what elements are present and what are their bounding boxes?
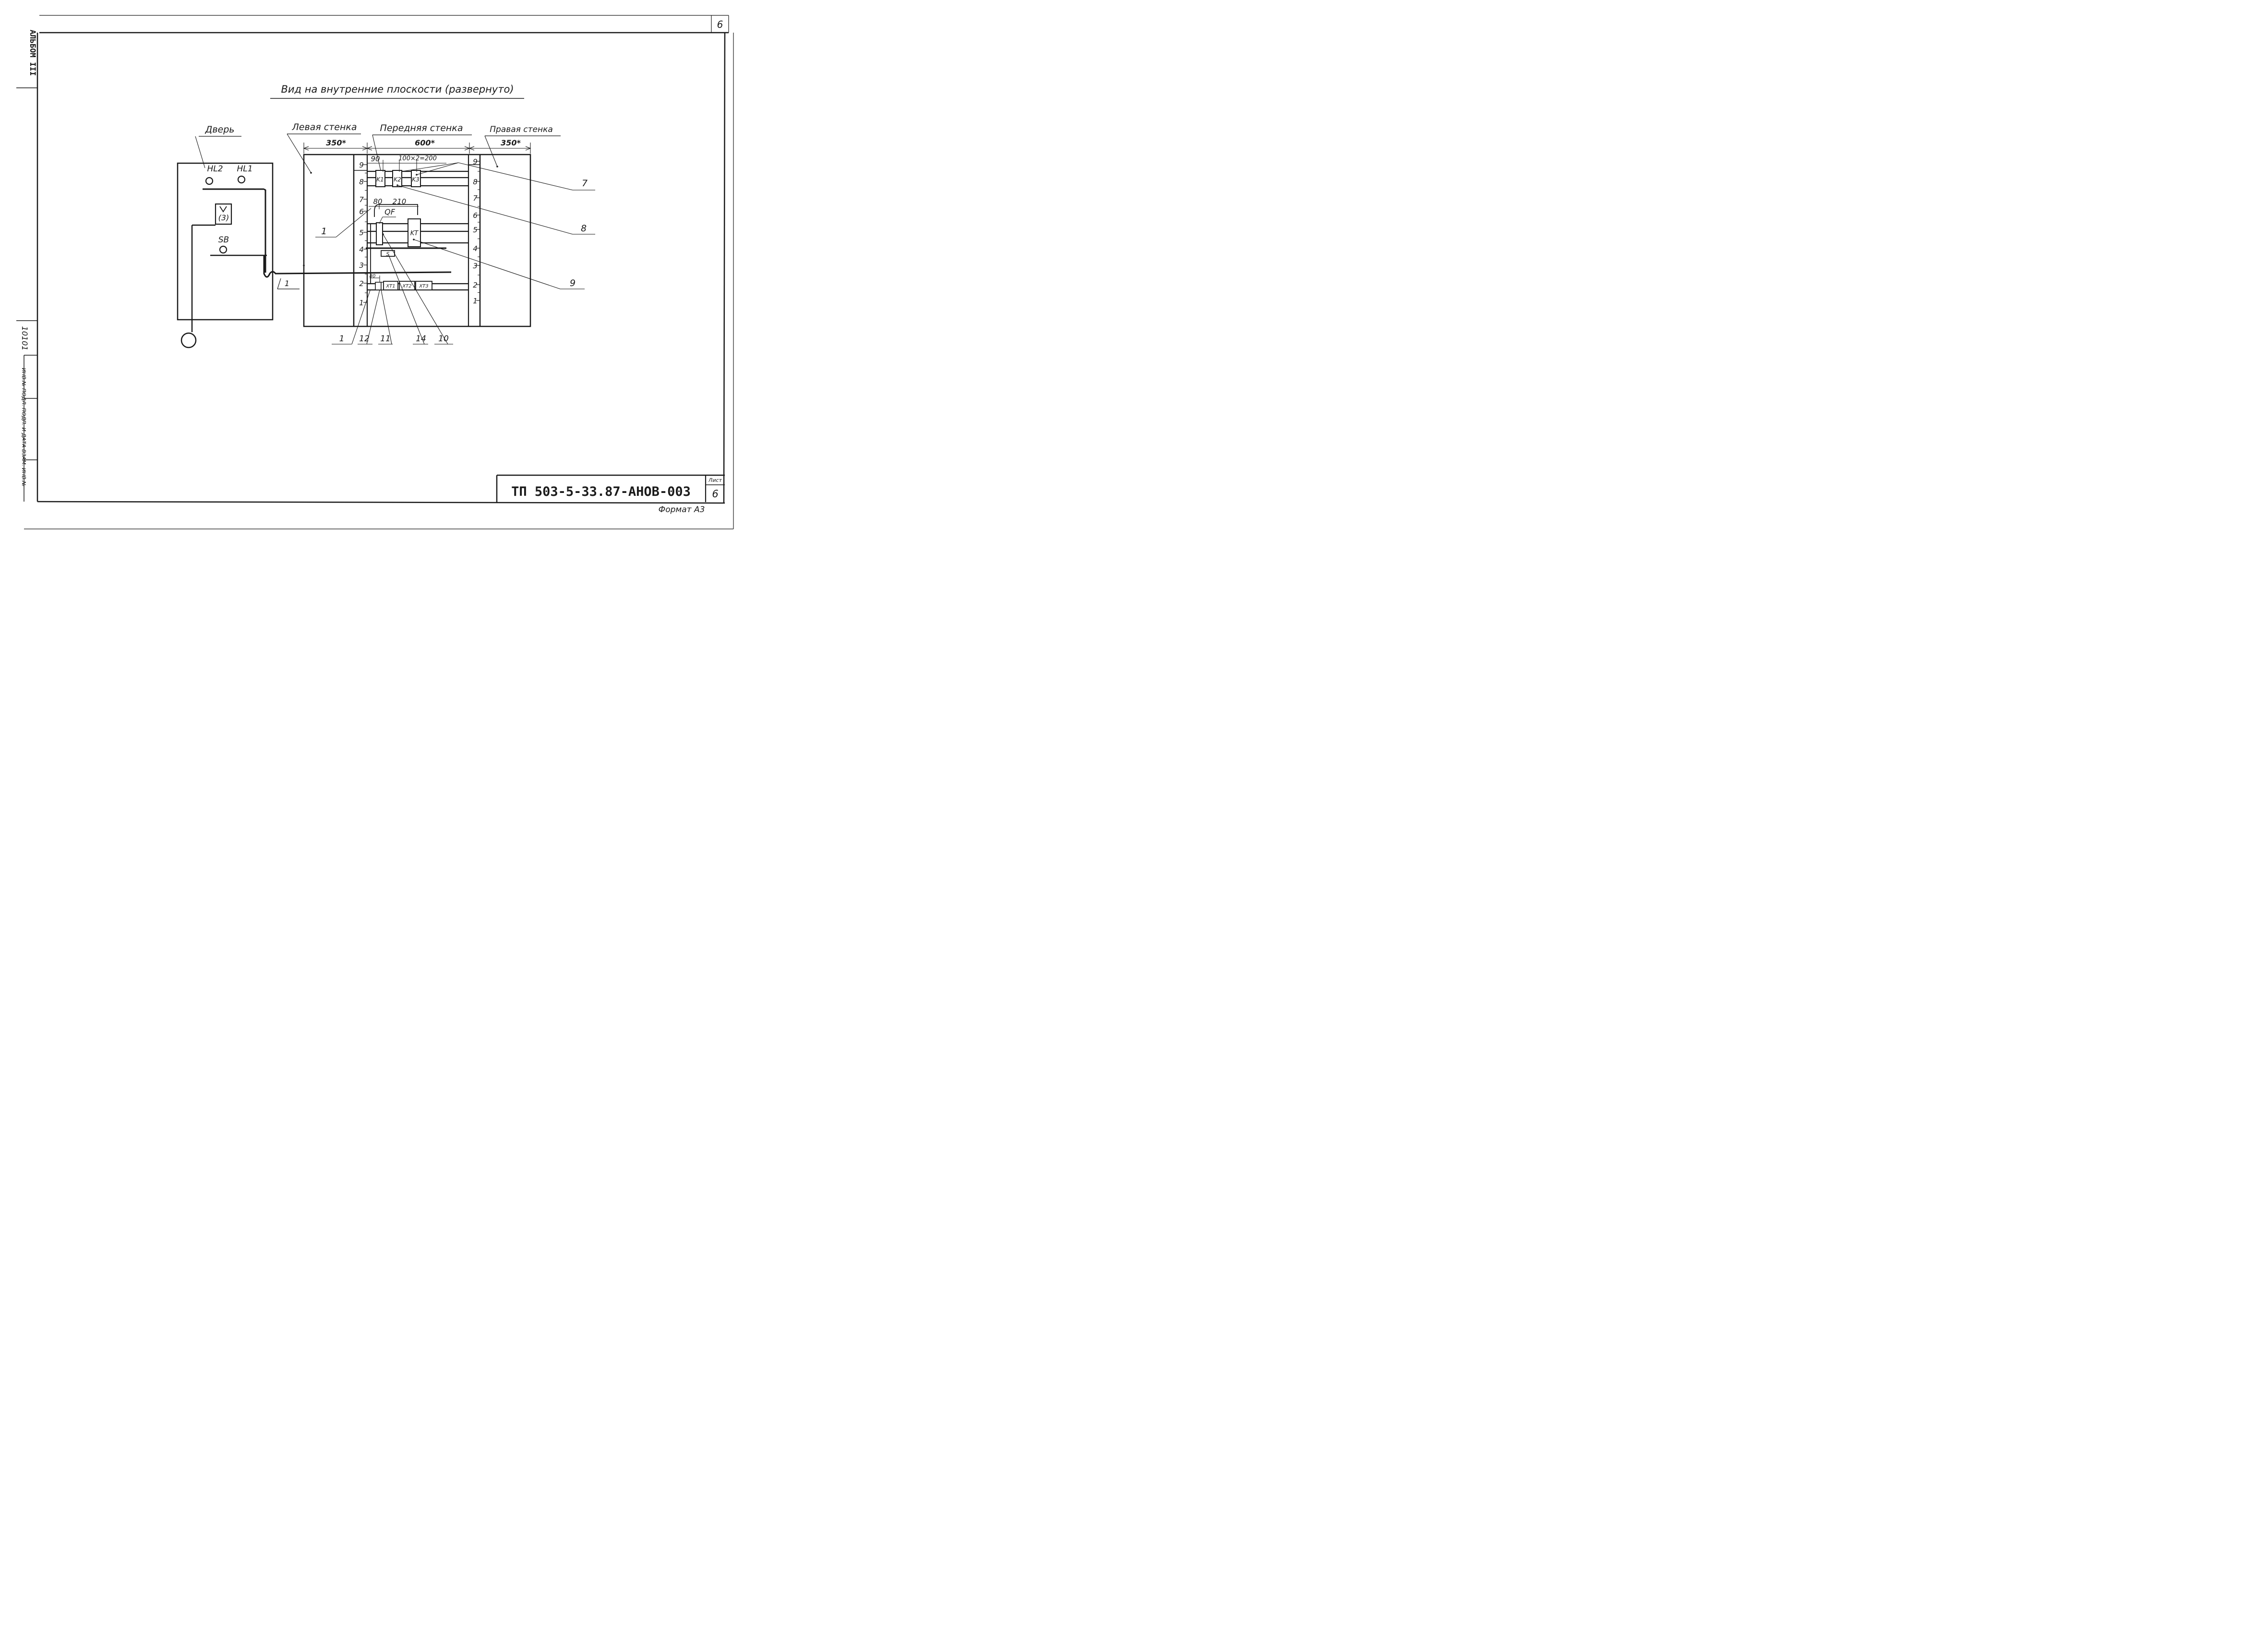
document-code: ТП 503-5-33.87-АНОВ-003 [511, 484, 691, 499]
title-block [496, 474, 725, 502]
scale-mark: 7 [359, 195, 364, 204]
scale-mark: 4 [473, 244, 478, 253]
scale-mark: 4 [359, 245, 364, 254]
scale-mark: 7 [473, 194, 478, 203]
scale-mark: 8 [473, 178, 478, 186]
callout-14: 14 [416, 334, 426, 344]
relay-k1 [375, 170, 385, 187]
door-label: Дверь [205, 124, 235, 135]
callout-9: 9 [570, 278, 576, 288]
drawing-title: Вид на внутренние плоскости (развернуто) [281, 84, 514, 95]
callout-10: 10 [438, 334, 449, 344]
callout-12: 12 [359, 334, 370, 344]
button-number: (3) [218, 213, 229, 222]
hinge-loop [263, 255, 452, 278]
breaker-qf [376, 222, 383, 245]
callout-leaders [315, 162, 595, 345]
scale-mark: 1 [359, 299, 364, 307]
callout-11: 11 [380, 334, 391, 344]
drawing-sheet: 6 АЛЬБОМ III 10101 ИНВ.№ ПОДЛ. ПОДП. И Д… [0, 0, 756, 548]
format-label: Формат А3 [659, 505, 705, 515]
relay-k2-label: K2 [394, 176, 401, 183]
hl2-label: HL2 [207, 164, 223, 174]
scale-mark: 9 [473, 157, 478, 166]
overall-dimensions [303, 143, 531, 154]
scale-mark: 3 [359, 261, 364, 270]
door-cable-callout: 1 [285, 279, 289, 288]
door-panel [177, 162, 452, 348]
button-triangle-icon [219, 206, 227, 213]
dim-80: 80 [373, 197, 382, 206]
callout-8: 8 [581, 223, 587, 234]
button-box [215, 203, 232, 225]
rack-scale-right: 9 8 7 6 5 4 3 2 1 [473, 157, 480, 305]
inv-label: ИНВ.№ ПОДЛ. ПОДП. И ДАТА ВЗАМ. ИНВ.№ [21, 368, 27, 486]
scale-mark: 2 [473, 281, 478, 289]
timer-relay-kt-label: KT [410, 230, 419, 237]
dim-80-small: 80 [370, 274, 376, 279]
dim-90: 90 [371, 155, 380, 163]
album-label: АЛЬБОМ III [28, 30, 37, 76]
page-number-top: 6 [717, 19, 723, 30]
sheet-frame [16, 15, 734, 529]
callout-1-upper: 1 [321, 226, 327, 237]
terminal-xt3-label: XT3 [419, 284, 428, 289]
terminal-xt2-label: XT2 [402, 284, 411, 289]
lamp-hl1-icon [237, 175, 246, 184]
dim-right-wall: 350* [501, 138, 521, 147]
scale-mark: 5 [359, 228, 364, 237]
inner-dimensions [367, 160, 446, 282]
dim-front-wall: 600* [415, 138, 435, 147]
left-wall-label: Левая стенка [291, 122, 357, 132]
right-wall-label: Правая стенка [490, 125, 553, 134]
sb-label: SB [218, 235, 229, 245]
scale-mark: 2 [359, 279, 364, 288]
dim-100x2: 100×2=200 [398, 155, 437, 162]
terminal-xt1-label: XT1 [385, 284, 395, 289]
cable-gland-icon [180, 332, 197, 348]
dim-left-wall: 350* [326, 138, 346, 147]
scale-mark: 9 [359, 161, 364, 169]
scale-mark: 8 [359, 178, 364, 186]
front-wall-label: Передняя стенка [380, 123, 463, 133]
lamp-sb-icon [219, 245, 228, 254]
callout-1-lower: 1 [339, 334, 345, 344]
scale-mark: 1 [473, 297, 478, 305]
relay-k1-label: K1 [376, 176, 384, 183]
hl1-label: HL1 [237, 164, 252, 174]
switch-s-label: S [386, 251, 390, 257]
lamp-hl2-icon [205, 177, 214, 185]
scale-mark: 5 [473, 226, 478, 234]
breaker-qf-label: QF [384, 207, 396, 216]
timer-relay-kt [408, 218, 421, 247]
scale-mark: 6 [473, 211, 478, 220]
scale-mark: 6 [359, 207, 364, 216]
list-label: Лист [708, 477, 722, 483]
relay-k2 [392, 170, 402, 187]
list-number: 6 [712, 488, 718, 500]
dim-210: 210 [393, 197, 407, 206]
inv-number: 10101 [20, 326, 29, 351]
scale-mark: 3 [473, 262, 478, 270]
rack-scale-left: 9 8 7 6 5 4 3 2 1 [359, 161, 367, 307]
callout-7: 7 [582, 178, 588, 189]
relay-k3-label: K3 [412, 176, 420, 183]
terminal-blocks [375, 281, 432, 290]
